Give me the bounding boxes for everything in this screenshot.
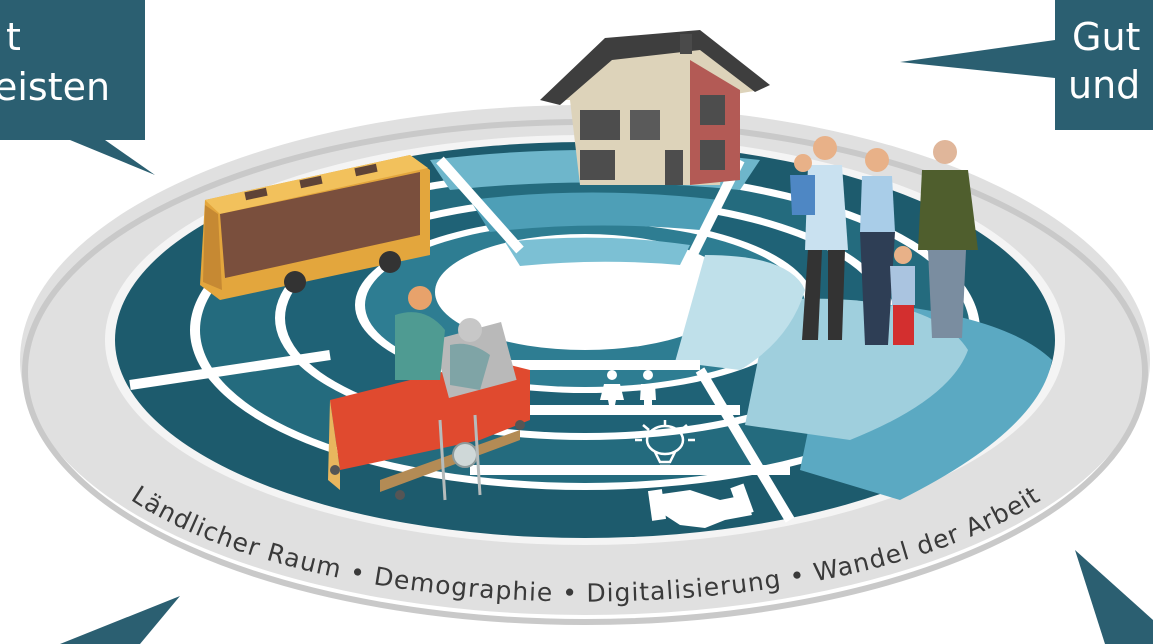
- segment-separators: [129, 156, 795, 523]
- house-illustration: [540, 30, 770, 185]
- callout-top-right: Gut und: [900, 0, 1153, 130]
- handshake-icon: [647, 483, 754, 528]
- segment-right-inner: [675, 255, 805, 370]
- care-bed-illustration: [328, 286, 530, 501]
- callout-top-right-line2: und: [1068, 63, 1140, 107]
- lightbulb-brain-icon: [635, 420, 695, 468]
- family-illustration: [790, 136, 978, 345]
- segment-top-2: [470, 192, 720, 232]
- callout-bottom-left: [60, 596, 180, 644]
- callout-top-left-line2: eisten: [0, 65, 110, 109]
- callout-top-left-line1: t: [6, 15, 21, 59]
- callout-bottom-right: [1075, 550, 1153, 644]
- callout-top-left: t eisten: [0, 0, 155, 175]
- restroom-icon: [600, 370, 656, 410]
- segment-top-3: [505, 237, 690, 266]
- bus-illustration: [200, 155, 430, 300]
- callout-top-right-line1: Gut: [1072, 15, 1140, 59]
